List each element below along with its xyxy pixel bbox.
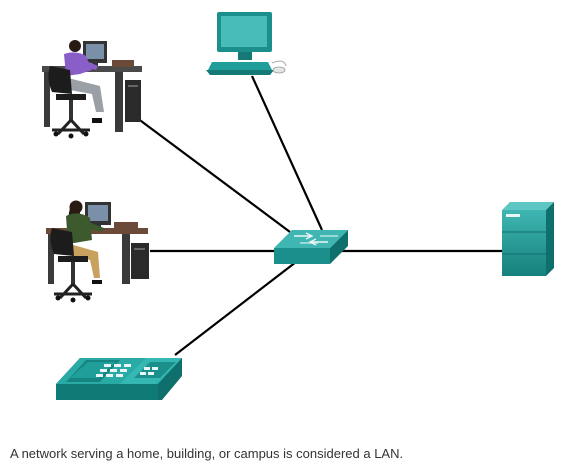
link-workstation-man-switch: [132, 114, 291, 233]
server-icon[interactable]: [502, 202, 554, 276]
link-desktop-switch: [250, 75, 324, 231]
link-phone-switch: [174, 261, 297, 356]
desktop-computer-icon[interactable]: [206, 12, 287, 75]
ip-phone-icon[interactable]: [56, 358, 182, 400]
lan-diagram: [42, 12, 554, 400]
woman-at-workstation-icon[interactable]: [46, 200, 149, 303]
network-links: [132, 75, 502, 356]
man-at-workstation-icon[interactable]: [42, 40, 142, 139]
network-switch-icon[interactable]: [274, 230, 348, 264]
diagram-caption: A network serving a home, building, or c…: [10, 446, 404, 461]
